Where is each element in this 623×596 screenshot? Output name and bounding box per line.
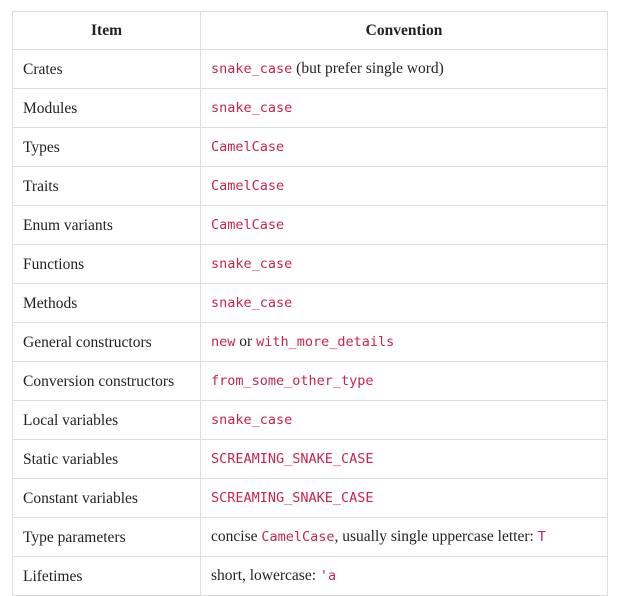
cell-convention: from_some_other_type: [200, 361, 608, 401]
cell-item: Lifetimes: [12, 556, 201, 596]
table-row: Local variables snake_case: [12, 400, 608, 440]
cell-convention: concise CamelCase, usually single upperc…: [200, 517, 608, 557]
cell-convention: short, lowercase: 'a: [200, 556, 608, 596]
plain-text: or: [235, 333, 257, 350]
cell-item: Static variables: [12, 439, 201, 479]
code-token: from_some_other_type: [211, 373, 374, 389]
cell-item: General constructors: [12, 322, 201, 362]
cell-item: Constant variables: [12, 478, 201, 518]
table-header: Item Convention: [12, 11, 608, 50]
table-row: Traits CamelCase: [12, 166, 608, 206]
cell-convention: snake_case: [200, 88, 608, 128]
plain-text: concise: [211, 528, 262, 545]
table-row: Methods snake_case: [12, 283, 608, 323]
cell-convention: CamelCase: [200, 127, 608, 167]
code-token: snake_case: [211, 256, 293, 272]
table-row: Modules snake_case: [12, 88, 608, 128]
cell-item: Methods: [12, 283, 201, 323]
cell-convention: CamelCase: [200, 205, 608, 245]
table-row: Functions snake_case: [12, 244, 608, 284]
code-token: CamelCase: [261, 529, 335, 545]
cell-convention: snake_case: [200, 283, 608, 323]
table-row: Conversion constructors from_some_other_t…: [12, 361, 608, 401]
plain-text: short, lowercase:: [211, 567, 320, 584]
column-header-convention: Convention: [200, 11, 608, 50]
code-token: SCREAMING_SNAKE_CASE: [211, 490, 374, 506]
table-header-row: Item Convention: [12, 11, 608, 50]
cell-item: Crates: [12, 49, 201, 89]
cell-convention: SCREAMING_SNAKE_CASE: [200, 439, 608, 479]
code-token: snake_case: [211, 100, 293, 116]
column-header-item: Item: [12, 11, 201, 50]
code-token: 'a: [319, 568, 337, 584]
code-token: new: [211, 334, 236, 350]
cell-convention: SCREAMING_SNAKE_CASE: [200, 478, 608, 518]
cell-convention: snake_case (but prefer single word): [200, 49, 608, 89]
table-row: Types CamelCase: [12, 127, 608, 167]
code-token: CamelCase: [211, 139, 285, 155]
code-token: CamelCase: [211, 217, 285, 233]
code-token: SCREAMING_SNAKE_CASE: [211, 451, 374, 467]
code-token: snake_case: [211, 295, 293, 311]
cell-item: Local variables: [12, 400, 201, 440]
cell-item: Enum variants: [12, 205, 201, 245]
table-row: Constant variables SCREAMING_SNAKE_CASE: [12, 478, 608, 518]
cell-item: Traits: [12, 166, 201, 206]
table-row: Static variables SCREAMING_SNAKE_CASE: [12, 439, 608, 479]
cell-item: Types: [12, 127, 201, 167]
cell-item: Conversion constructors: [12, 361, 201, 401]
cell-convention: CamelCase: [200, 166, 608, 206]
cell-item: Type parameters: [12, 517, 201, 557]
code-token: T: [537, 529, 546, 545]
code-token: CamelCase: [211, 178, 285, 194]
code-token: snake_case: [211, 61, 293, 77]
cell-item: Functions: [12, 244, 201, 284]
cell-convention: snake_case: [200, 400, 608, 440]
plain-text: (but prefer single word): [292, 60, 444, 77]
cell-convention: new or with_more_details: [200, 322, 608, 362]
code-token: snake_case: [211, 412, 293, 428]
code-token: with_more_details: [256, 334, 395, 350]
cell-convention: snake_case: [200, 244, 608, 284]
cell-item: Modules: [12, 88, 201, 128]
table-row: Enum variants CamelCase: [12, 205, 608, 245]
plain-text: , usually single uppercase letter:: [334, 528, 538, 545]
